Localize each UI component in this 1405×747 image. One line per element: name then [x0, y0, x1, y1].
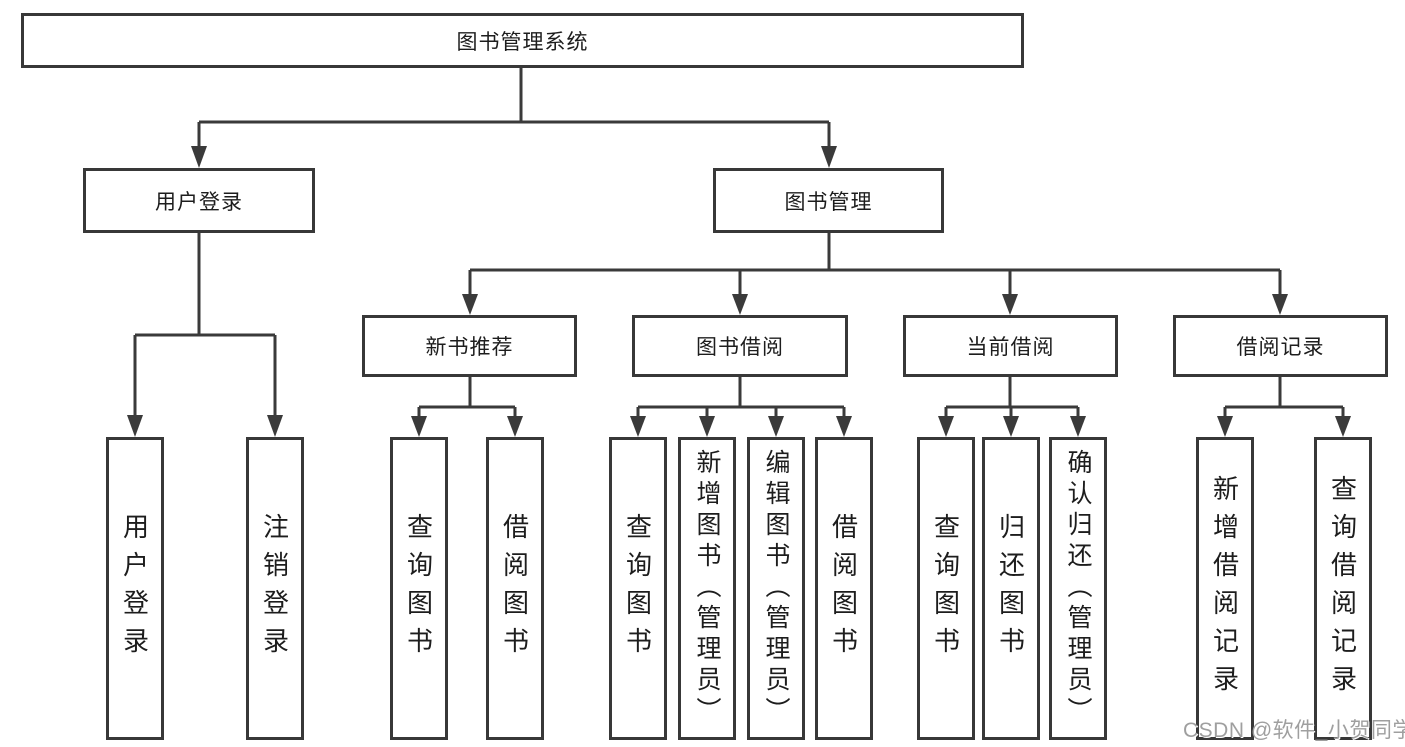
- node-root: 图书管理系统: [21, 13, 1024, 68]
- watermark-text: CSDN @软件_小贺同学: [1183, 719, 1405, 742]
- leaf-user-login: 用户登录: [106, 437, 164, 740]
- node-user-login-label: 用户登录: [155, 190, 243, 214]
- leaf-logout-login: 注销登录: [246, 437, 304, 740]
- node-current-borrowing: 当前借阅: [903, 315, 1118, 377]
- leaf-query-books-recommend: 查询图书: [390, 437, 448, 740]
- node-root-label: 图书管理系统: [456, 30, 589, 54]
- arrowheads: [127, 146, 1351, 437]
- leaf-query-books-current: 查询图书: [917, 437, 975, 740]
- node-current-borrowing-label: 当前借阅: [966, 336, 1055, 359]
- node-book-borrowing: 图书借阅: [632, 315, 848, 377]
- node-book-management: 图书管理: [713, 168, 944, 233]
- node-new-book-recommend: 新书推荐: [362, 315, 577, 377]
- node-new-book-recommend-label: 新书推荐: [425, 336, 514, 359]
- leaf-confirm-return-admin: 确认归还（管理员）: [1049, 437, 1107, 740]
- leaf-borrow-books-borrowing: 借阅图书: [815, 437, 873, 740]
- leaf-borrow-books-recommend: 借阅图书: [486, 437, 544, 740]
- leaf-return-books: 归还图书: [982, 437, 1040, 740]
- node-user-login: 用户登录: [83, 168, 315, 233]
- leaf-add-borrow-record: 新增借阅记录: [1196, 437, 1254, 740]
- leaf-add-books-admin: 新增图书（管理员）: [678, 437, 736, 740]
- leaf-query-borrow-record: 查询借阅记录: [1314, 437, 1372, 740]
- node-borrowing-records-label: 借阅记录: [1236, 336, 1325, 359]
- leaf-query-books-borrowing: 查询图书: [609, 437, 667, 740]
- node-book-management-label: 图书管理: [784, 190, 873, 214]
- node-book-borrowing-label: 图书借阅: [696, 336, 784, 359]
- leaf-edit-books-admin: 编辑图书（管理员）: [747, 437, 805, 740]
- node-borrowing-records: 借阅记录: [1173, 315, 1388, 377]
